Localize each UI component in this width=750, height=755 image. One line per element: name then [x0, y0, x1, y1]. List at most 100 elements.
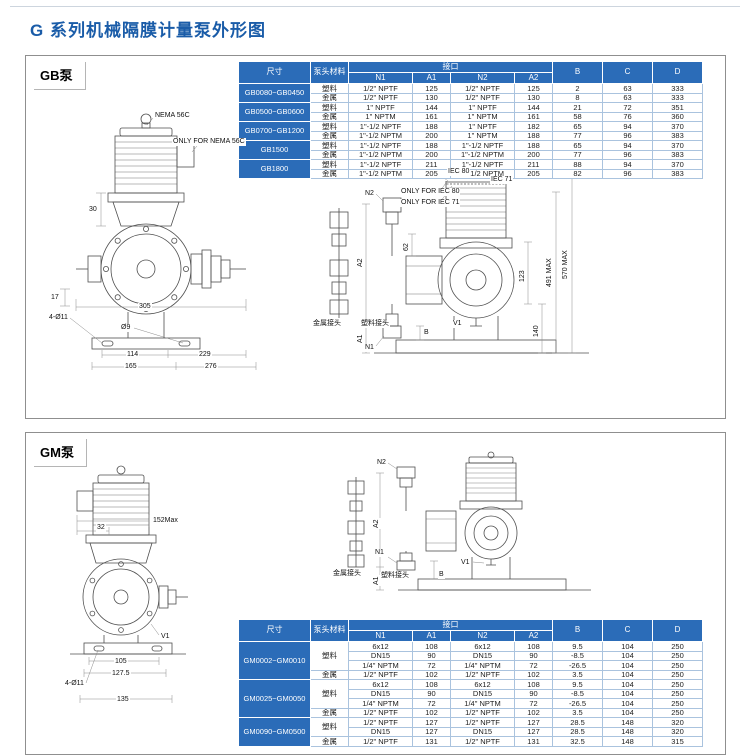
gm-header-a2: A2 [514, 630, 553, 642]
gb-side-dim-label-9: N1 [364, 344, 375, 352]
gb-side-dim-label-13: 123 [519, 269, 527, 283]
gb-value-cell: 383 [652, 130, 703, 141]
gb-value-cell: 21 [552, 102, 603, 113]
gb-front-dim-label-6: Ø9 [120, 324, 132, 332]
gm-header-interface: 接口 [348, 619, 553, 631]
gb-front-dim-label-4: 4-Ø11 [48, 314, 69, 322]
gm-material-cell: 金属 [310, 707, 349, 718]
gm-value-cell: 148 [602, 736, 653, 747]
gm-size-cell: GM0025~GM0050 [238, 679, 311, 718]
gm-value-cell: 250 [652, 679, 703, 690]
gm-value-cell: 315 [652, 736, 703, 747]
gb-material-cell: 塑料 [310, 159, 349, 170]
gb-value-cell: 188 [514, 140, 553, 151]
gm-value-cell: 131 [412, 736, 451, 747]
page-title: G 系列机械隔膜计量泵外形图 [30, 21, 266, 40]
gb-header-b: B [552, 61, 603, 84]
gm-value-cell: 104 [602, 660, 653, 671]
gm-value-cell: 28.5 [552, 717, 603, 728]
gb-side-dim-label-11: 金属接头 [312, 320, 342, 328]
gb-value-cell: 1/2" NPTF [450, 92, 515, 103]
gb-value-cell: 370 [652, 159, 703, 170]
gb-side-dim-label-14: 140 [533, 324, 541, 338]
gb-side-dim-label-7: 62 [403, 242, 411, 252]
gb-front-dim-label-9: 165 [124, 363, 138, 371]
gb-value-cell: 65 [552, 121, 603, 132]
gb-panel-label: GB泵 [34, 62, 86, 90]
gb-value-cell: 1"-1/2 NPTF [348, 140, 413, 151]
gb-value-cell: 8 [552, 92, 603, 103]
gm-material-cell: 塑料 [310, 641, 349, 671]
gm-value-cell: 1/2" NPTF [348, 707, 413, 718]
gm-value-cell: 108 [514, 641, 553, 652]
gm-value-cell: DN15 [348, 650, 413, 661]
gb-size-cell: GB0500~GB0600 [238, 102, 311, 122]
gb-value-cell: 182 [514, 121, 553, 132]
gm-value-cell: 104 [602, 679, 653, 690]
gm-value-cell: 102 [514, 707, 553, 718]
gm-side-dim-label-7: 塑料接头 [380, 572, 410, 580]
gb-value-cell: 1" NPTF [348, 102, 413, 113]
gm-value-cell: 104 [602, 650, 653, 661]
gb-value-cell: 130 [514, 92, 553, 103]
gm-value-cell: DN15 [450, 726, 515, 737]
gm-value-cell: 131 [514, 736, 553, 747]
gb-value-cell: 1"-1/2 NPTM [348, 149, 413, 160]
gb-value-cell: 94 [602, 121, 653, 132]
gm-size-cell: GM0002~GM0010 [238, 641, 311, 680]
gb-value-cell: 1"-1/2 NPTM [348, 168, 413, 179]
gm-side-dim-label-5: V1 [460, 559, 471, 567]
gm-value-cell: 102 [412, 707, 451, 718]
gm-value-cell: 1/4" NPTM [450, 698, 515, 709]
gm-value-cell: 72 [514, 698, 553, 709]
gm-side-dim-label-1: A2 [373, 518, 381, 529]
gb-side-dim-label-4: N2 [364, 190, 375, 198]
gb-value-cell: 161 [514, 111, 553, 122]
gm-header-a1: A1 [412, 630, 451, 642]
gm-front-dim-label-0: 152Max [152, 517, 179, 525]
gm-value-cell: DN15 [450, 650, 515, 661]
gb-value-cell: 63 [602, 83, 653, 94]
gb-size-cell: GB0700~GB1200 [238, 121, 311, 141]
gm-header-n2: N2 [450, 630, 515, 642]
gm-value-cell: 1/2" NPTF [348, 717, 413, 728]
gm-value-cell: 127 [514, 726, 553, 737]
gb-header-a1: A1 [412, 72, 451, 84]
gm-header-b: B [552, 619, 603, 642]
gb-value-cell: 383 [652, 149, 703, 160]
gm-value-cell: 250 [652, 707, 703, 718]
gb-front-pump-drawing [60, 113, 257, 370]
gb-material-cell: 塑料 [310, 83, 349, 94]
gm-value-cell: 1/2" NPTF [450, 707, 515, 718]
gm-value-cell: 250 [652, 698, 703, 709]
gm-value-cell: 90 [514, 688, 553, 699]
gb-value-cell: 2 [552, 83, 603, 94]
gb-value-cell: 72 [602, 102, 653, 113]
gm-side-dim-label-0: N2 [376, 459, 387, 467]
gm-material-cell: 塑料 [310, 679, 349, 709]
gb-value-cell: 188 [412, 140, 451, 151]
gb-side-pump-drawing [329, 171, 589, 354]
gb-header-d: D [652, 61, 703, 84]
gm-header-size: 尺寸 [238, 619, 311, 642]
gb-material-cell: 塑料 [310, 102, 349, 113]
gb-value-cell: 82 [552, 168, 603, 179]
gm-value-cell: -8.5 [552, 650, 603, 661]
gb-header-n2: N2 [450, 72, 515, 84]
gm-value-cell: 127 [412, 726, 451, 737]
gb-value-cell: 144 [412, 102, 451, 113]
gb-value-cell: 200 [412, 130, 451, 141]
gm-material-cell: 金属 [310, 669, 349, 680]
gm-header-c: C [602, 619, 653, 642]
